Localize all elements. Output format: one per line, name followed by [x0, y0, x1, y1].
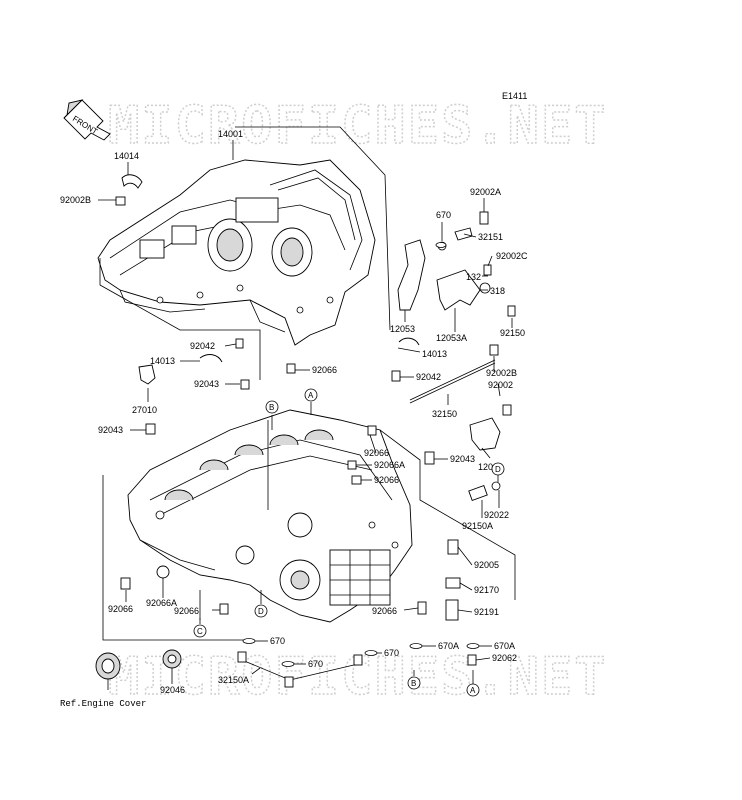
label-92066A-c: 92066A — [374, 460, 405, 470]
label-318: 318 — [490, 286, 505, 296]
watermark-top: MICROFICHES.NET — [108, 96, 608, 156]
label-670A-a: 670A — [438, 641, 459, 651]
label-92002A: 92002A — [470, 187, 501, 197]
label-27010: 27010 — [132, 405, 157, 415]
label-92002: 92002 — [488, 380, 513, 390]
label-32150A: 32150A — [218, 675, 249, 685]
label-92191: 92191 — [474, 607, 499, 617]
label-670-b: 670 — [308, 659, 323, 669]
label-92066-c2: 92066 — [374, 475, 399, 485]
upper-crankcase — [97, 159, 376, 346]
label-32150: 32150 — [432, 409, 457, 419]
label-92150A: 92150A — [462, 521, 493, 531]
label-670-a: 670 — [270, 636, 285, 646]
label-14001: 14001 — [218, 129, 243, 139]
label-670-c: 670 — [384, 648, 399, 658]
label-92042-right: 92042 — [416, 372, 441, 382]
label-92043-left: 92043 — [194, 379, 219, 389]
label-92066-bl: 92066 — [108, 604, 133, 614]
front-arrow-icon: FRONT — [63, 99, 111, 141]
label-92046: 92046 — [160, 685, 185, 695]
label-92066-mid: 92066 — [312, 365, 337, 375]
label-92043-lower: 92043 — [98, 425, 123, 435]
shift-parts — [397, 211, 516, 666]
label-92022: 92022 — [484, 510, 509, 520]
label-92002B-right: 92002B — [486, 368, 517, 378]
label-14014: 14014 — [114, 151, 139, 161]
label-92043-right: 92043 — [450, 454, 475, 464]
label-92002C: 92002C — [496, 251, 528, 261]
diagram-code: E1411 — [502, 91, 527, 101]
lower-crankcase — [127, 409, 413, 623]
callout-A-bottom: A — [470, 686, 476, 695]
callout-D-right: D — [495, 465, 501, 474]
label-14013-right: 14013 — [422, 349, 447, 359]
label-92066A-bl: 92066A — [146, 598, 177, 608]
small-parts — [95, 174, 480, 688]
label-92042-left: 92042 — [190, 341, 215, 351]
label-92150: 92150 — [500, 328, 525, 338]
label-12048: 12048 — [478, 462, 503, 472]
label-12053A: 12053A — [436, 333, 467, 343]
label-12053: 12053 — [390, 324, 415, 334]
label-32151: 32151 — [478, 232, 503, 242]
callout-C-left: C — [197, 627, 203, 636]
label-670A-b: 670A — [494, 641, 515, 651]
label-92066-c1: 92066 — [364, 448, 389, 458]
leader-lines — [98, 140, 513, 690]
callouts: A B C D D B A — [193, 388, 505, 697]
label-92066-br: 92066 — [372, 606, 397, 616]
label-92170: 92170 — [474, 585, 499, 595]
callout-B-bottom: B — [411, 679, 416, 688]
label-670-top: 670 — [436, 210, 451, 220]
label-92002B-top: 92002B — [60, 195, 91, 205]
label-14013-left: 14013 — [150, 356, 175, 366]
label-92062: 92062 — [492, 653, 517, 663]
label-132: 132 — [466, 272, 481, 282]
callout-B-top: B — [269, 403, 274, 412]
callout-D-left: D — [258, 607, 264, 616]
part-labels: 14001 14014 92002B 92002A 670 32151 9200… — [60, 129, 528, 695]
label-92005: 92005 — [474, 560, 499, 570]
label-92066-bc: 92066 — [174, 606, 199, 616]
callout-A-top: A — [308, 391, 314, 400]
ref-engine-cover-note: Ref.Engine Cover — [60, 699, 146, 709]
